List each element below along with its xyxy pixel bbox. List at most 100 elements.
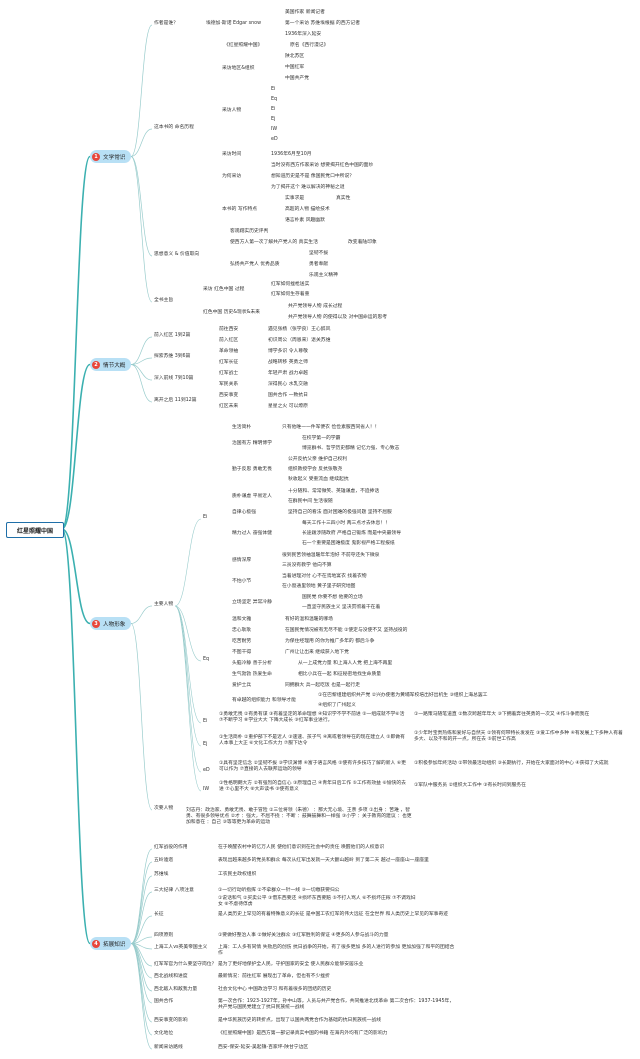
- topic-connector: [130, 364, 153, 381]
- ext-item-value: 表现出越来越多的党员和群众 每次从红军出发就一天大翻山越岭 到了第二天 越过一座…: [218, 858, 429, 863]
- trait-detail: 在校学第一的学霸: [302, 436, 341, 441]
- plot-detail: 年轻严肃 战力卓越: [268, 371, 308, 376]
- ext-item-label[interactable]: 红军战役的作用: [154, 845, 188, 850]
- character-label[interactable]: Eq: [203, 657, 210, 662]
- character-label[interactable]: IW: [203, 787, 210, 792]
- ext-item-label[interactable]: 西安事变的影响: [154, 1018, 188, 1023]
- ext-item-label[interactable]: 五岭逶迤: [154, 858, 174, 863]
- topic-interview-time[interactable]: 采访时间: [222, 152, 242, 157]
- region-item: 中国红军: [285, 65, 305, 70]
- topic-connector: [174, 605, 202, 662]
- branch-title: 人物形象: [103, 621, 126, 628]
- topic-connector: [130, 605, 153, 624]
- trait: 立场坚定 异常冷静: [232, 600, 272, 605]
- topic-main-characters[interactable]: 主要人物: [154, 602, 174, 607]
- topic-book-naming[interactable]: 这本书的 命名历程: [154, 125, 194, 130]
- topic-features[interactable]: 本书的 写作特点: [222, 207, 258, 212]
- character-label[interactable]: eD: [203, 768, 210, 773]
- topic-author[interactable]: 作者是谁？: [154, 21, 178, 26]
- plot-stage[interactable]: 离开之后 11到12篇: [154, 398, 197, 403]
- character-summary: ①具有坚定信念 ②坚韧不拔 ③学识渊博 ④富于语言风格 ⑤使有许多技巧了解的新人…: [219, 761, 406, 773]
- ext-item-value: 最新情况：前往红军 展现出了革命，但也有不少挫折: [218, 974, 330, 979]
- ext-item-label[interactable]: 西北战线和进度: [154, 974, 188, 979]
- topic-theme[interactable]: 全书主旨: [154, 298, 174, 303]
- plot-stage[interactable]: 探索苏维 3到6篇: [154, 354, 191, 359]
- interviewee: eD: [271, 137, 278, 142]
- topic-why[interactable]: 为何采访: [222, 174, 242, 179]
- topic-connector: [130, 891, 153, 944]
- ext-item-label[interactable]: 文化地位: [154, 1031, 174, 1036]
- author-fact: 1936年深入延安: [285, 32, 322, 37]
- topic-connector: [130, 336, 153, 365]
- trait-detail: 三员没有教学 他向不算: [282, 563, 332, 568]
- ext-item-label[interactable]: 新闻采访路线: [154, 1045, 183, 1050]
- ext-item-label[interactable]: 长征: [154, 912, 164, 917]
- trait-detail: 从一上成党力量 和上海人人党 把上海不再里: [298, 661, 393, 666]
- ext-item-value: 是为了更好地保护全人民，守护国家的安全 使人民群众能够安居乐业: [218, 962, 364, 967]
- topic-connector: [174, 605, 202, 773]
- trait: 质朴谦虚 平易近人: [232, 494, 272, 499]
- root-topic[interactable]: 红星照耀中国: [6, 522, 64, 538]
- branch-connector: [61, 155, 91, 530]
- trait-detail: 秋收起义 受重流血 继续起抗: [288, 477, 349, 482]
- book-original-title: 原名《西行漫记》: [290, 43, 329, 48]
- plot-stage[interactable]: 深入前线 7到10篇: [154, 376, 194, 381]
- theme-item[interactable]: 红色中国 历史&现状&未来: [203, 310, 260, 315]
- number-badge: 2: [92, 360, 100, 369]
- author-name[interactable]: 埃德加·斯诺 Edgar snow: [206, 21, 261, 26]
- branch-connector: [61, 528, 91, 945]
- trait-detail: 坚持自己的看法 面对困难的极强问题 坚持不屈服: [288, 510, 392, 515]
- character-label[interactable]: Ei: [203, 515, 208, 520]
- character-label[interactable]: Ej: [203, 742, 208, 747]
- topic-region[interactable]: 采访地区&组织: [222, 66, 255, 71]
- trait: 温和文雅: [232, 617, 252, 622]
- number-badge: 4: [92, 939, 100, 948]
- topic-meaning[interactable]: 思想意义 & 价值取向: [154, 252, 200, 257]
- ext-item-label[interactable]: 西北敌人和敌我力量: [154, 987, 198, 992]
- topic-connector: [130, 915, 153, 944]
- topic-connector: [130, 156, 153, 257]
- interviewee: Ei: [271, 87, 276, 92]
- quality-item: 勇者奉献: [309, 262, 329, 267]
- plot-event: 西安事变: [219, 393, 239, 398]
- theme-sub: 共产党领导人物 成长过程: [288, 304, 343, 309]
- character-note: ①军队中服务员 ②组织大工作中 ③有长时间到服务在: [414, 783, 526, 788]
- character-label[interactable]: Ei: [203, 719, 208, 724]
- ext-item-label[interactable]: 上海工人vs英美帝国主义: [154, 945, 208, 950]
- topic-connector: [130, 357, 153, 365]
- theme-item[interactable]: 采访 红色中国 过程: [203, 287, 245, 292]
- ext-item-value: 第一次合作：1923-1927年，孙中山等，人员与共产党合作，共同推进北伐革命 …: [218, 999, 455, 1011]
- quality-item: 乐观主义精神: [309, 273, 338, 278]
- ext-item-label[interactable]: 红军军官为什么要坚守岗位？: [154, 962, 217, 967]
- branch-title: 拓展知识: [103, 941, 126, 948]
- meaning-item: 改变着陆印象: [348, 240, 377, 245]
- trait-detail: 公开反抗父亲 维护自己权利: [288, 457, 348, 462]
- ext-item-label[interactable]: 国共合作: [154, 999, 174, 1004]
- meaning-item[interactable]: 弘扬共产党人 优秀品质: [230, 262, 280, 267]
- topic-connector: [130, 24, 153, 157]
- trait: 感情深厚: [232, 558, 252, 563]
- theme-sub: 红军如何生存着重: [271, 292, 310, 297]
- topic-interviewees[interactable]: 采访人物: [222, 108, 242, 113]
- topic-connector: [130, 364, 153, 403]
- topic-connector: [130, 623, 153, 811]
- trait: 精力过人 奋强体健: [232, 531, 272, 536]
- branch-title: 文学常识: [103, 154, 126, 161]
- plot-event: 革命领袖: [219, 349, 239, 354]
- trait-detail: 同拥群大 兵一起吃饭 也是一起行走: [285, 683, 361, 688]
- topic-connector: [174, 605, 202, 724]
- theme-sub: 红军如何挫枪送实: [271, 282, 310, 287]
- ext-item-label[interactable]: 三大纪律 八项注意: [154, 888, 194, 893]
- plot-event: 红军长征: [219, 360, 239, 365]
- ext-item-label[interactable]: 苏维埃: [154, 872, 169, 877]
- plot-stage[interactable]: 前入红区 1到2篇: [154, 333, 191, 338]
- ext-item-label[interactable]: 四项原则: [154, 933, 174, 938]
- topic-minor-characters[interactable]: 次要人物: [154, 806, 174, 811]
- topic-connector: [174, 605, 202, 792]
- region-item: 中国共产党: [285, 76, 309, 81]
